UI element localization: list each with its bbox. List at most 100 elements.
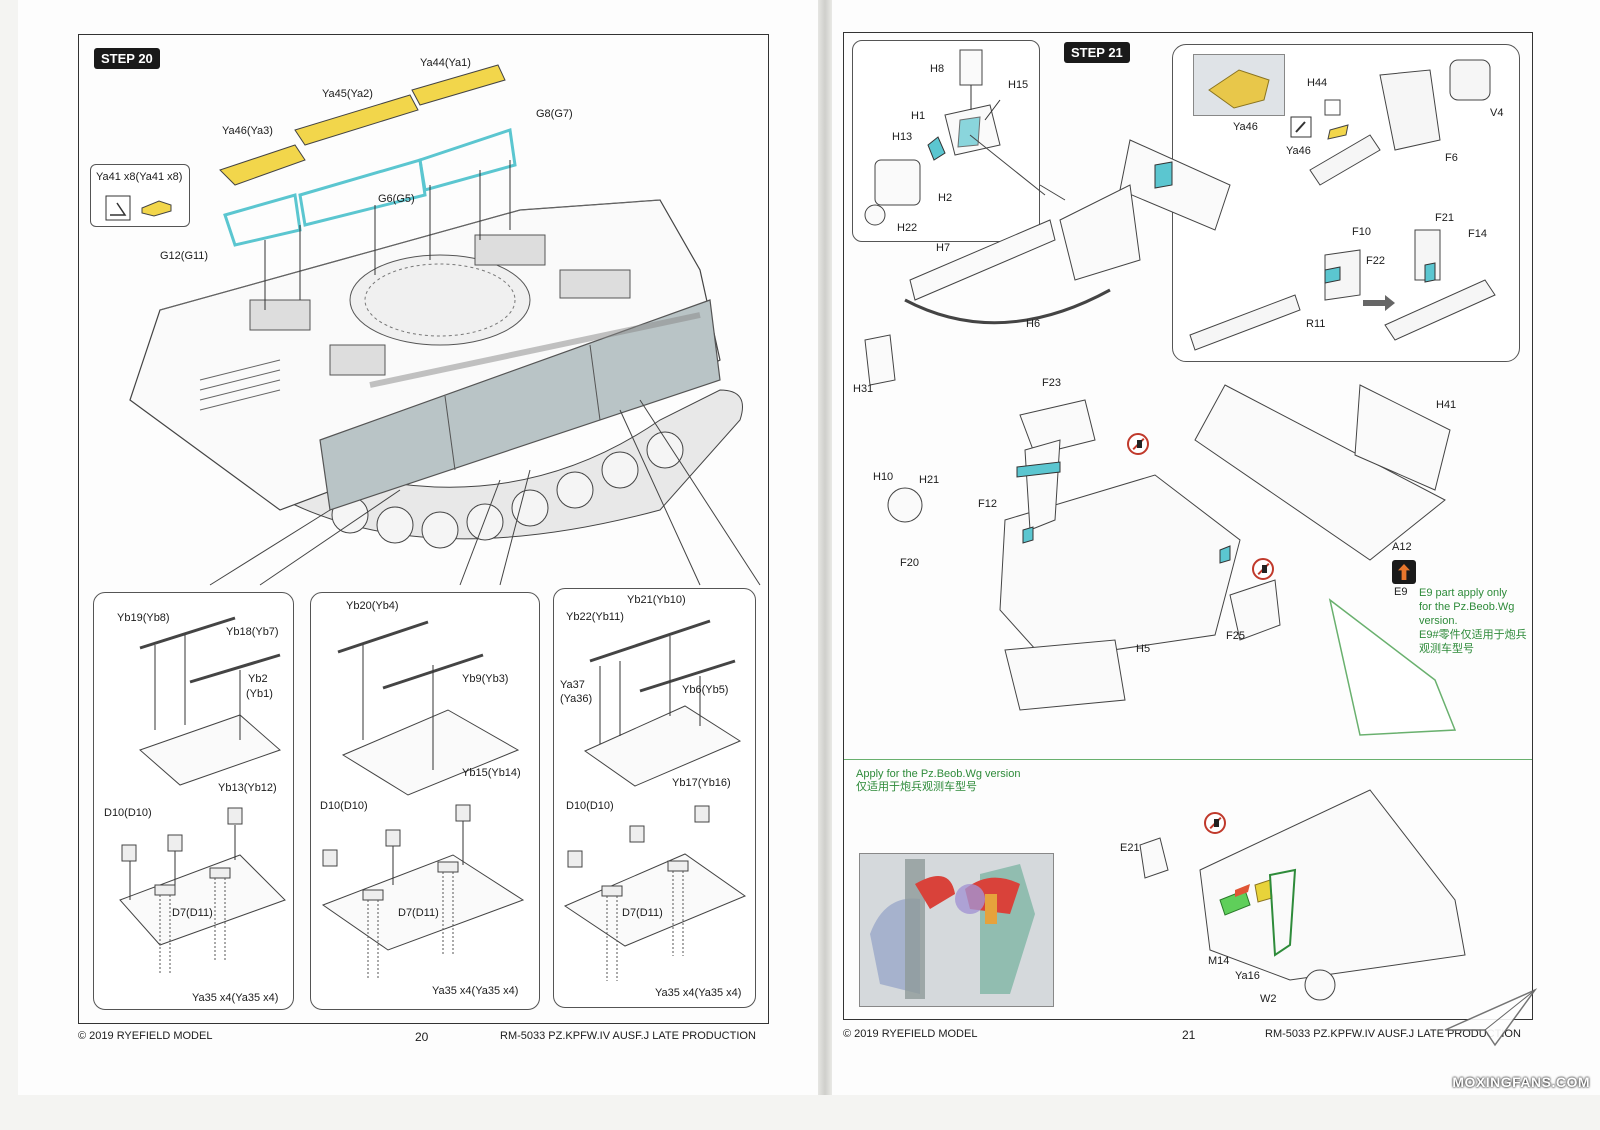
bend-tool-icon [105, 195, 131, 221]
label-h22: H22 [897, 222, 918, 234]
label-d7: D7(D11) [172, 907, 213, 919]
h-parts-callout [852, 40, 1040, 242]
label-d10-2: D10(D10) [320, 800, 368, 812]
label-yb22: Yb22(Yb11) [566, 611, 624, 623]
label-yb2: Yb2 [248, 673, 268, 685]
label-f14: F14 [1468, 228, 1487, 240]
detail-render [870, 859, 1035, 999]
apply-note-line-2: 仅适用于炮兵观测车型号 [856, 781, 977, 793]
label-r11: R11 [1306, 318, 1326, 330]
label-ya36: (Ya36) [560, 693, 593, 705]
label-h21: H21 [919, 474, 940, 486]
label-w2: W2 [1260, 993, 1277, 1005]
e9-note-line-4: E9#零件仅适用于炮兵 [1419, 629, 1527, 641]
ya46-photo [1193, 54, 1285, 116]
label-yb15: Yb15(Yb14) [462, 767, 521, 779]
hull-illustration [129, 64, 761, 586]
right-copyright: © 2019 RYEFIELD MODEL [843, 1028, 978, 1040]
no-glue-icon-3 [1204, 812, 1226, 834]
e9-note-line-2: for the Pz.Beob.Wg [1419, 601, 1515, 613]
label-ya41: Ya41 x8(Ya41 x8) [96, 171, 183, 183]
h-parts-drawing [864, 49, 1001, 226]
right-page-number: 21 [1182, 1028, 1196, 1042]
label-ya35-2: Ya35 x4(Ya35 x4) [432, 985, 519, 997]
label-f22: F22 [1366, 255, 1385, 267]
label-d7-3: D7(D11) [622, 907, 663, 919]
apply-note-line-1: Apply for the Pz.Beob.Wg version [856, 768, 1021, 780]
label-yb20: Yb20(Yb4) [346, 600, 399, 612]
label-h6: H6 [1026, 318, 1041, 330]
ya41-part-icon [141, 200, 172, 217]
label-m14: M14 [1208, 955, 1230, 967]
observation-mount-assembly [1139, 789, 1466, 1001]
left-copyright: © 2019 RYEFIELD MODEL [78, 1030, 213, 1042]
label-h44: H44 [1307, 77, 1328, 89]
mg-rail-assembly [864, 134, 1231, 386]
label-f10: F10 [1352, 226, 1371, 238]
label-ya46-2: Ya46 [1286, 145, 1311, 157]
label-ya46-photo: Ya46 [1233, 121, 1258, 133]
label-yb13: Yb13(Yb12) [218, 782, 277, 794]
label-ya35: Ya35 x4(Ya35 x4) [192, 992, 279, 1004]
label-f6: F6 [1445, 152, 1458, 164]
mg-assembly-drawing [1309, 59, 1491, 186]
panel1-drawing [119, 616, 286, 975]
label-h31: H31 [853, 383, 874, 395]
section-divider [844, 759, 1532, 760]
label-ya44: Ya44(Ya1) [420, 57, 471, 69]
step21-badge: STEP 21 [1064, 42, 1130, 63]
label-ya35-3: Ya35 x4(Ya35 x4) [655, 987, 742, 999]
pliers-icon [1290, 116, 1312, 138]
label-g8: G8(G7) [536, 108, 573, 120]
mg-mount-sub-drawing [1189, 229, 1496, 351]
label-h7: H7 [936, 242, 951, 254]
step21-frame [843, 32, 1533, 1020]
label-h10: H10 [873, 471, 894, 483]
label-h15: H15 [1008, 79, 1029, 91]
left-product-code: RM-5033 PZ.KPFW.IV AUSF.J LATE PRODUCTIO… [500, 1030, 756, 1042]
label-h41: H41 [1436, 399, 1457, 411]
label-d10: D10(D10) [104, 807, 152, 819]
label-d7-2: D7(D11) [398, 907, 439, 919]
label-f20: F20 [900, 557, 919, 569]
label-a12: A12 [1392, 541, 1412, 553]
no-glue-icon-2 [1252, 558, 1274, 580]
label-yb18: Yb18(Yb7) [226, 626, 279, 638]
front-plate-assembly [887, 384, 1457, 736]
label-yb9: Yb9(Yb3) [462, 673, 509, 685]
label-v4: V4 [1490, 107, 1504, 119]
step20-badge: STEP 20 [94, 48, 160, 69]
apply-note: Apply for the Pz.Beob.Wg version 仅适用于炮兵观… [856, 768, 1020, 794]
label-yb6: Yb6(Yb5) [682, 684, 729, 696]
label-ya16: Ya16 [1235, 970, 1260, 982]
label-h1: H1 [911, 110, 926, 122]
label-g12: G12(G11) [160, 250, 209, 262]
label-h13: H13 [892, 131, 913, 143]
label-e9: E9 [1394, 586, 1408, 598]
skirt-detail-panel-2 [310, 592, 540, 1010]
label-e21: E21 [1120, 842, 1140, 854]
e9-note-line-5: 观测车型号 [1419, 643, 1474, 655]
site-watermark: MOXINGFANS.COM [1452, 1074, 1590, 1090]
label-f21: F21 [1435, 212, 1454, 224]
step20-frame [78, 34, 769, 1024]
book-spine [818, 0, 832, 1095]
label-f23: F23 [1042, 377, 1061, 389]
label-yb21: Yb21(Yb10) [627, 594, 686, 606]
label-yb19: Yb19(Yb8) [117, 612, 170, 624]
left-page-number: 20 [415, 1030, 429, 1044]
paper-plane-logo [1444, 988, 1538, 1047]
panel3-drawing [563, 619, 747, 981]
arrow-right-icon [1363, 295, 1395, 311]
label-ya37: Ya37 [560, 679, 585, 691]
label-d10-3: D10(D10) [566, 800, 614, 812]
ya46-render [1208, 69, 1270, 109]
label-h8: H8 [930, 63, 945, 75]
label-yb17: Yb17(Yb16) [672, 777, 731, 789]
label-g6: G6(G5) [378, 193, 415, 205]
ya41-callout: Ya41 x8(Ya41 x8) [90, 164, 190, 227]
label-f12: F12 [978, 498, 997, 510]
label-h2: H2 [938, 192, 953, 204]
no-glue-icon [1127, 433, 1149, 455]
label-h5: H5 [1136, 643, 1151, 655]
